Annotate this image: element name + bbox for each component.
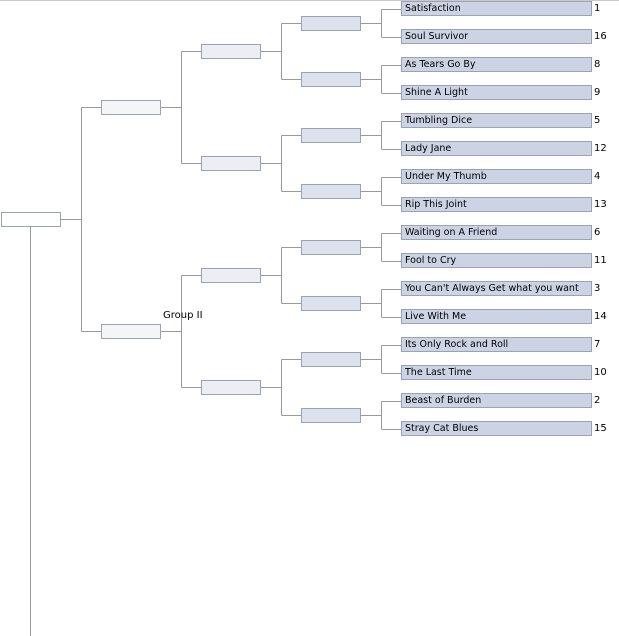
bracket-entry[interactable]: Rip This Joint — [401, 197, 592, 212]
seed-number: 4 — [594, 171, 601, 182]
round-2-slot[interactable] — [301, 352, 361, 367]
bracket-entry[interactable]: Under My Thumb — [401, 169, 592, 184]
seed-number: 8 — [594, 59, 601, 70]
bracket-entry[interactable]: As Tears Go By — [401, 57, 592, 72]
bracket-entry[interactable]: Fool to Cry — [401, 253, 592, 268]
seed-number: 6 — [594, 227, 601, 238]
seed-number: 7 — [594, 339, 601, 350]
seed-number: 5 — [594, 115, 601, 126]
bracket-entry[interactable]: You Can't Always Get what you want — [401, 281, 592, 296]
round-3-slot[interactable] — [201, 44, 261, 59]
seed-number: 14 — [594, 311, 607, 322]
bracket-entry[interactable]: Waiting on A Friend — [401, 225, 592, 240]
round-3-slot[interactable] — [201, 380, 261, 395]
bracket-entry[interactable]: The Last Time — [401, 365, 592, 380]
seed-number: 1 — [594, 3, 601, 14]
bracket-entry[interactable]: Shine A Light — [401, 85, 592, 100]
round-3-slot[interactable] — [201, 268, 261, 283]
round-2-slot[interactable] — [301, 16, 361, 31]
seed-number: 15 — [594, 423, 607, 434]
seed-number: 9 — [594, 87, 601, 98]
seed-number: 11 — [594, 255, 607, 266]
round-4-slot[interactable] — [101, 324, 161, 339]
bracket-entry[interactable]: Its Only Rock and Roll — [401, 337, 592, 352]
bracket-entry[interactable]: Beast of Burden — [401, 393, 592, 408]
bracket-entry[interactable]: Satisfaction — [401, 1, 592, 16]
round-2-slot[interactable] — [301, 72, 361, 87]
seed-number: 3 — [594, 283, 601, 294]
round-3-slot[interactable] — [201, 156, 261, 171]
group-label: Group II — [163, 310, 203, 321]
bracket-entry[interactable]: Tumbling Dice — [401, 113, 592, 128]
bracket-entry[interactable]: Live With Me — [401, 309, 592, 324]
round-2-slot[interactable] — [301, 408, 361, 423]
bracket-entry[interactable]: Lady Jane — [401, 141, 592, 156]
seed-number: 2 — [594, 395, 601, 406]
seed-number: 10 — [594, 367, 607, 378]
round-2-slot[interactable] — [301, 240, 361, 255]
bracket-entry[interactable]: Stray Cat Blues — [401, 421, 592, 436]
round-2-slot[interactable] — [301, 184, 361, 199]
top-divider — [0, 0, 619, 1]
round-2-slot[interactable] — [301, 296, 361, 311]
round-2-slot[interactable] — [301, 128, 361, 143]
seed-number: 16 — [594, 31, 607, 42]
bracket-entry[interactable]: Soul Survivor — [401, 29, 592, 44]
seed-number: 13 — [594, 199, 607, 210]
round-4-slot[interactable] — [101, 100, 161, 115]
seed-number: 12 — [594, 143, 607, 154]
final-slot[interactable] — [1, 212, 61, 227]
